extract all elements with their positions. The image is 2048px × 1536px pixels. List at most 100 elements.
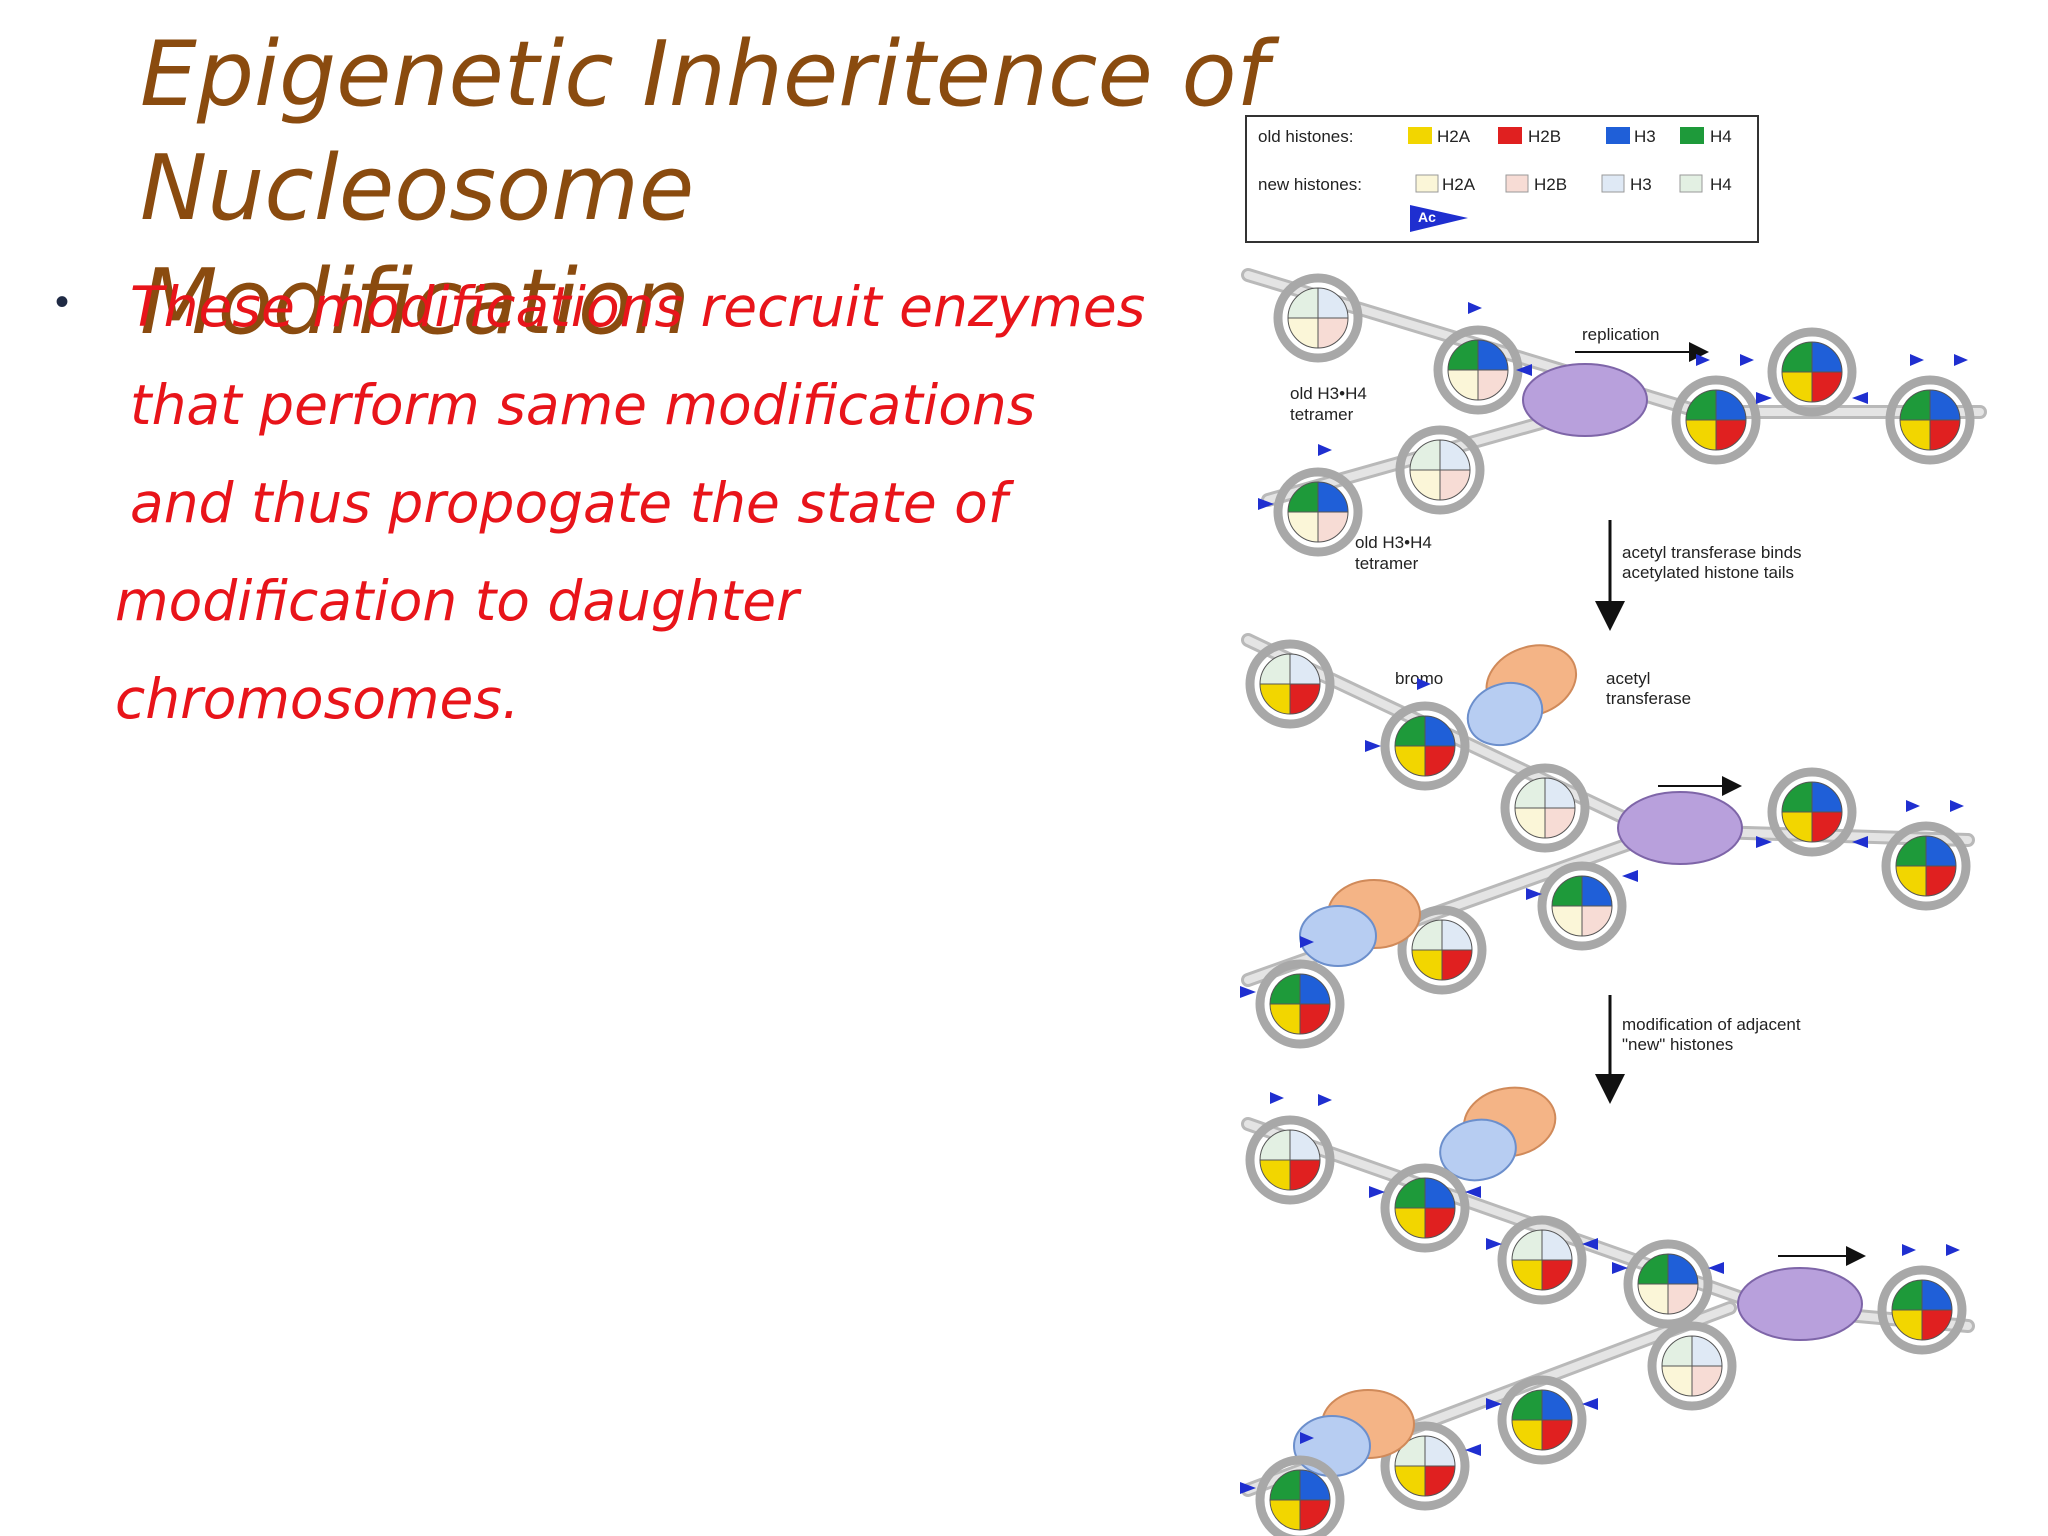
bromo-domain: [1466, 681, 1544, 747]
histone-quadrant: [1287, 511, 1319, 543]
acetyl-tag-icon: [1410, 205, 1468, 232]
histone-quadrant: [1424, 745, 1456, 777]
histone-quadrant: [1394, 1465, 1426, 1497]
histone-quadrant: [1394, 715, 1426, 747]
dna-polymerase: [1737, 1267, 1863, 1341]
label-transferase: transferase: [1606, 689, 1691, 708]
acetyl-tag-icon: [1486, 1238, 1502, 1250]
histone-quadrant: [1299, 1003, 1331, 1035]
acetyl-tag-icon: [1300, 1432, 1314, 1458]
histone-quadrant: [1811, 811, 1843, 843]
nucleosome-dna-wrap: [1395, 425, 1485, 515]
legend-new-h2b: H2B: [1534, 175, 1567, 194]
nucleosome-dna-wrap: [1380, 701, 1470, 791]
label-old-tetramer-2: old H3•H4: [1355, 533, 1432, 552]
label-step2-line2: acetylated histone tails: [1622, 563, 1794, 582]
histone-quadrant: [1441, 919, 1473, 951]
histone-quadrant: [1541, 1259, 1573, 1291]
legend-new-h2a: H2A: [1442, 175, 1476, 194]
histone-quadrant: [1781, 341, 1813, 373]
histone-quadrant: [1895, 835, 1927, 867]
histone-quadrant: [1424, 1177, 1456, 1209]
histone-quadrant: [1715, 419, 1747, 451]
histone-quadrant: [1929, 419, 1961, 451]
histone-quadrant: [1691, 1335, 1723, 1367]
bullet-text-line-3: and thus propogate the state of: [130, 471, 1008, 535]
legend-old-label: old histones:: [1258, 127, 1353, 146]
histone-quadrant: [1925, 865, 1957, 897]
nucleosome-dna-wrap: [1273, 467, 1363, 557]
histone-quadrant: [1551, 905, 1583, 937]
histone-quadrant: [1667, 1253, 1699, 1285]
histone-quadrant: [1691, 1365, 1723, 1397]
legend-old-h2b-swatch: [1498, 127, 1522, 144]
histone-quadrant: [1259, 1129, 1291, 1161]
histone-quadrant: [1259, 683, 1291, 715]
acetyl-tag-icon: [1318, 1094, 1332, 1120]
histone-quadrant: [1661, 1335, 1693, 1367]
histone-quadrant: [1895, 865, 1927, 897]
histone-quadrant: [1439, 469, 1471, 501]
nucleosome-dna-wrap: [1881, 821, 1971, 911]
acetyl-tag-icon: [1852, 392, 1868, 404]
histone-quadrant: [1287, 317, 1319, 349]
acetyl-tag-icon: [1258, 498, 1274, 510]
bromo-domain: [1299, 905, 1377, 967]
histone-quadrant: [1514, 807, 1546, 839]
histone-quadrant: [1411, 919, 1443, 951]
legend-old-h3-swatch: [1606, 127, 1630, 144]
histone-quadrant: [1424, 715, 1456, 747]
histone-quadrant: [1289, 653, 1321, 685]
acetyl-tag-icon: [1465, 1444, 1481, 1456]
histone-quadrant: [1411, 949, 1443, 981]
bullet-text-line-1: These modifications recruit enzymes: [130, 275, 1146, 339]
label-old-tetramer-2b: tetramer: [1355, 554, 1419, 573]
legend-new-h3: H3: [1630, 175, 1652, 194]
histone-quadrant: [1287, 287, 1319, 319]
nucleosome-dna-wrap: [1380, 1421, 1470, 1511]
label-replication: replication: [1582, 325, 1660, 344]
acetyl-tag-icon: [1240, 1482, 1256, 1494]
acetyl-tag-icon: [1906, 800, 1920, 826]
nucleosome-dna-wrap: [1767, 327, 1857, 417]
nucleosome-dna-wrap: [1537, 861, 1627, 951]
legend-new-h4-swatch: [1679, 174, 1703, 193]
histone-quadrant: [1317, 317, 1349, 349]
acetyl-tag-icon: [1486, 1398, 1502, 1410]
histone-quadrant: [1409, 469, 1441, 501]
histone-quadrant: [1259, 653, 1291, 685]
histone-quadrant: [1447, 369, 1479, 401]
legend-old-h4-swatch: [1680, 127, 1704, 144]
nucleosome-inheritance-diagram: old histones: H2A H2B H3 H4 new histones…: [1240, 115, 1987, 1536]
histone-quadrant: [1511, 1419, 1543, 1451]
histone-quadrant: [1317, 287, 1349, 319]
legend-old-h4: H4: [1710, 127, 1732, 146]
acetyl-tag-icon: [1270, 1092, 1284, 1118]
nucleosome-dna-wrap: [1623, 1239, 1713, 1329]
histone-quadrant: [1289, 683, 1321, 715]
legend-new-label: new histones:: [1258, 175, 1362, 194]
bullet-text-line-4: modification to daughter: [115, 569, 799, 633]
nucleosome-dna-wrap: [1255, 1455, 1345, 1536]
acetyl-tag-icon: [1756, 392, 1772, 404]
acetyl-tag-icon: [1852, 836, 1868, 848]
histone-quadrant: [1394, 745, 1426, 777]
acetyl-tag-icon: [1910, 354, 1924, 380]
legend-old-h3: H3: [1634, 127, 1656, 146]
acetyl-tag-icon: [1756, 836, 1772, 848]
histone-quadrant: [1685, 389, 1717, 421]
acetyl-tag-icon: [1950, 800, 1964, 826]
nucleosome-dna-wrap: [1767, 767, 1857, 857]
acetyl-tag-icon: [1582, 1238, 1598, 1250]
histone-quadrant: [1891, 1279, 1923, 1311]
bullet-text-line-5: chromosomes.: [115, 667, 520, 731]
histone-quadrant: [1544, 807, 1576, 839]
acetyl-tag-icon: [1902, 1244, 1916, 1270]
histone-quadrant: [1544, 777, 1576, 809]
histone-quadrant: [1925, 835, 1957, 867]
acetyl-tag-icon: [1622, 870, 1638, 882]
histone-quadrant: [1781, 371, 1813, 403]
histone-quadrant: [1661, 1365, 1693, 1397]
histone-quadrant: [1269, 973, 1301, 1005]
histone-quadrant: [1541, 1389, 1573, 1421]
